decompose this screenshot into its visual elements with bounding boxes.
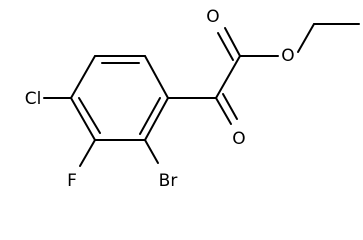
ring-bond-lower-left-inner: [78, 97, 101, 134]
atom-chlorine: Cl: [25, 89, 42, 109]
bond-ester-c-o-top-double: [217, 32, 234, 61]
ring-bond-upper-left: [70, 55, 96, 99]
ring-bond-lower-left: [70, 97, 96, 141]
bond-keto-c-o-double: [222, 93, 238, 120]
atom-fluorine: F: [67, 171, 77, 191]
benzene-ring: [70, 55, 169, 141]
chemical-structure-diagram: O O O Cl F Br: [25, 7, 360, 191]
bond-keto-to-ester-carbon: [215, 55, 241, 99]
atom-keto-oxygen: O: [232, 129, 245, 149]
ring-bond-upper-right: [144, 55, 169, 99]
bond-keto-c-o: [215, 97, 232, 125]
atom-ester-oxygen: O: [281, 46, 294, 66]
bond-ester-o-to-ch2: [297, 23, 315, 53]
ring-bond-lower-right: [144, 97, 169, 141]
ring-bond-lower-right-inner: [139, 97, 161, 135]
bond-ring-to-fluorine: [79, 139, 96, 167]
bond-ring-to-bromine: [144, 139, 159, 164]
atom-bromine: Br: [159, 171, 178, 191]
bond-ester-c-o-top: [224, 27, 241, 57]
atom-carbonyl-oxygen-top: O: [206, 7, 219, 27]
